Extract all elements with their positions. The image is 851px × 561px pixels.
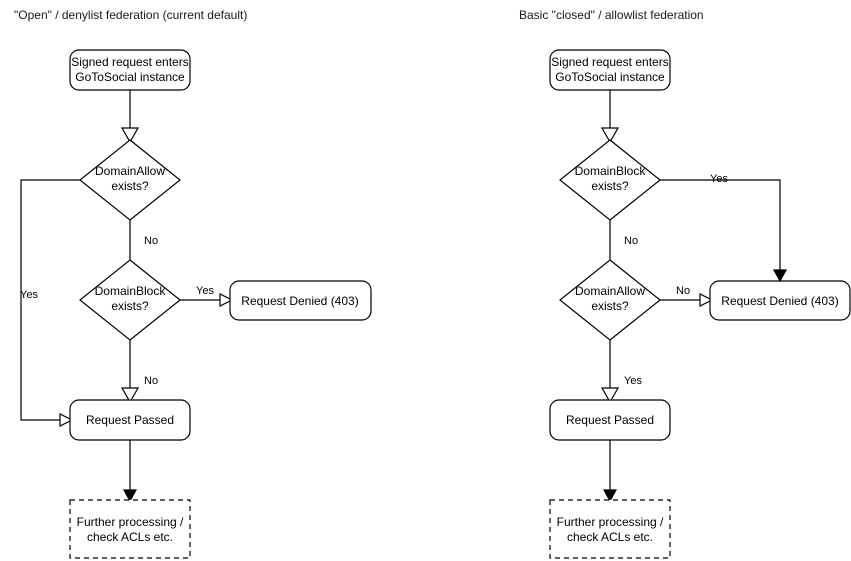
edge-label-domainallow-no-right: No	[676, 285, 690, 297]
node-entry-right-line2: GoToSocial instance	[555, 70, 665, 84]
arrowhead-domainblock-yes-right	[772, 269, 788, 283]
node-entry-left-line2: GoToSocial instance	[75, 70, 185, 84]
diagram-open-denylist: "Open" / denylist federation (current de…	[14, 8, 372, 559]
node-decision-domainallow-left-line2: exists?	[111, 179, 149, 193]
diagram-title-open-denylist: "Open" / denylist federation (current de…	[14, 8, 247, 22]
edge-label-domainblock-yes-right: Yes	[710, 173, 728, 185]
node-further-processing-left-line2: check ACLs etc.	[87, 530, 173, 544]
diagram-closed-allowlist: Basic "closed" / allowlist federation Si…	[519, 8, 851, 559]
node-further-processing-right[interactable]	[549, 499, 671, 559]
node-request-passed-right-label: Request Passed	[566, 413, 654, 427]
edge-label-domainblock-no: No	[144, 375, 158, 387]
arrowhead-passed-to-further-left	[122, 489, 138, 503]
node-request-denied-left[interactable]	[229, 280, 372, 321]
node-request-passed-left-label: Request Passed	[86, 413, 174, 427]
node-further-processing-left[interactable]	[69, 499, 191, 559]
edge-label-domainblock-no-right: No	[624, 235, 638, 247]
node-entry-right-line1: Signed request enters	[551, 55, 668, 69]
node-further-processing-right-line2: check ACLs etc.	[567, 530, 653, 544]
node-decision-domainblock-right-line2: exists?	[591, 179, 629, 193]
edge-domainblock-yes-to-denied-right	[660, 179, 781, 274]
node-decision-domainblock-left-line2: exists?	[111, 299, 149, 313]
node-decision-domainallow-left-line1: DomainAllow	[95, 164, 165, 178]
diagram-title-closed-allowlist: Basic "closed" / allowlist federation	[519, 8, 704, 22]
node-request-denied-left-label: Request Denied (403)	[241, 294, 358, 308]
node-decision-domainallow-right-line1: DomainAllow	[575, 284, 645, 298]
edge-label-domainallow-yes-right: Yes	[624, 375, 642, 387]
arrowhead-domainallow-yes-right	[600, 387, 620, 404]
node-decision-domainallow-right-line2: exists?	[591, 299, 629, 313]
node-request-denied-right-label: Request Denied (403)	[721, 294, 838, 308]
node-request-denied-right[interactable]	[709, 280, 851, 321]
node-decision-domainblock-left-line1: DomainBlock	[95, 284, 167, 298]
arrowhead-entry-to-domainallow	[120, 127, 140, 144]
edge-domainallow-yes-to-passed	[20, 179, 80, 421]
arrowhead-domainallow-yes	[59, 413, 74, 427]
node-decision-domainblock-right-line1: DomainBlock	[575, 164, 647, 178]
edge-label-domainallow-yes: Yes	[20, 289, 38, 301]
arrowhead-domainblock-no	[120, 387, 140, 404]
edge-label-domainallow-no: No	[144, 235, 158, 247]
arrowhead-domainallow-no-right	[699, 293, 714, 307]
arrowhead-entry-to-domainblock	[600, 127, 620, 144]
node-further-processing-left-line1: Further processing /	[77, 515, 184, 529]
arrowhead-domainblock-yes	[219, 293, 234, 307]
edge-label-domainblock-yes: Yes	[196, 285, 214, 297]
arrowhead-passed-to-further-right	[602, 489, 618, 503]
node-entry-left-line1: Signed request enters	[71, 55, 188, 69]
node-further-processing-right-line1: Further processing /	[557, 515, 664, 529]
